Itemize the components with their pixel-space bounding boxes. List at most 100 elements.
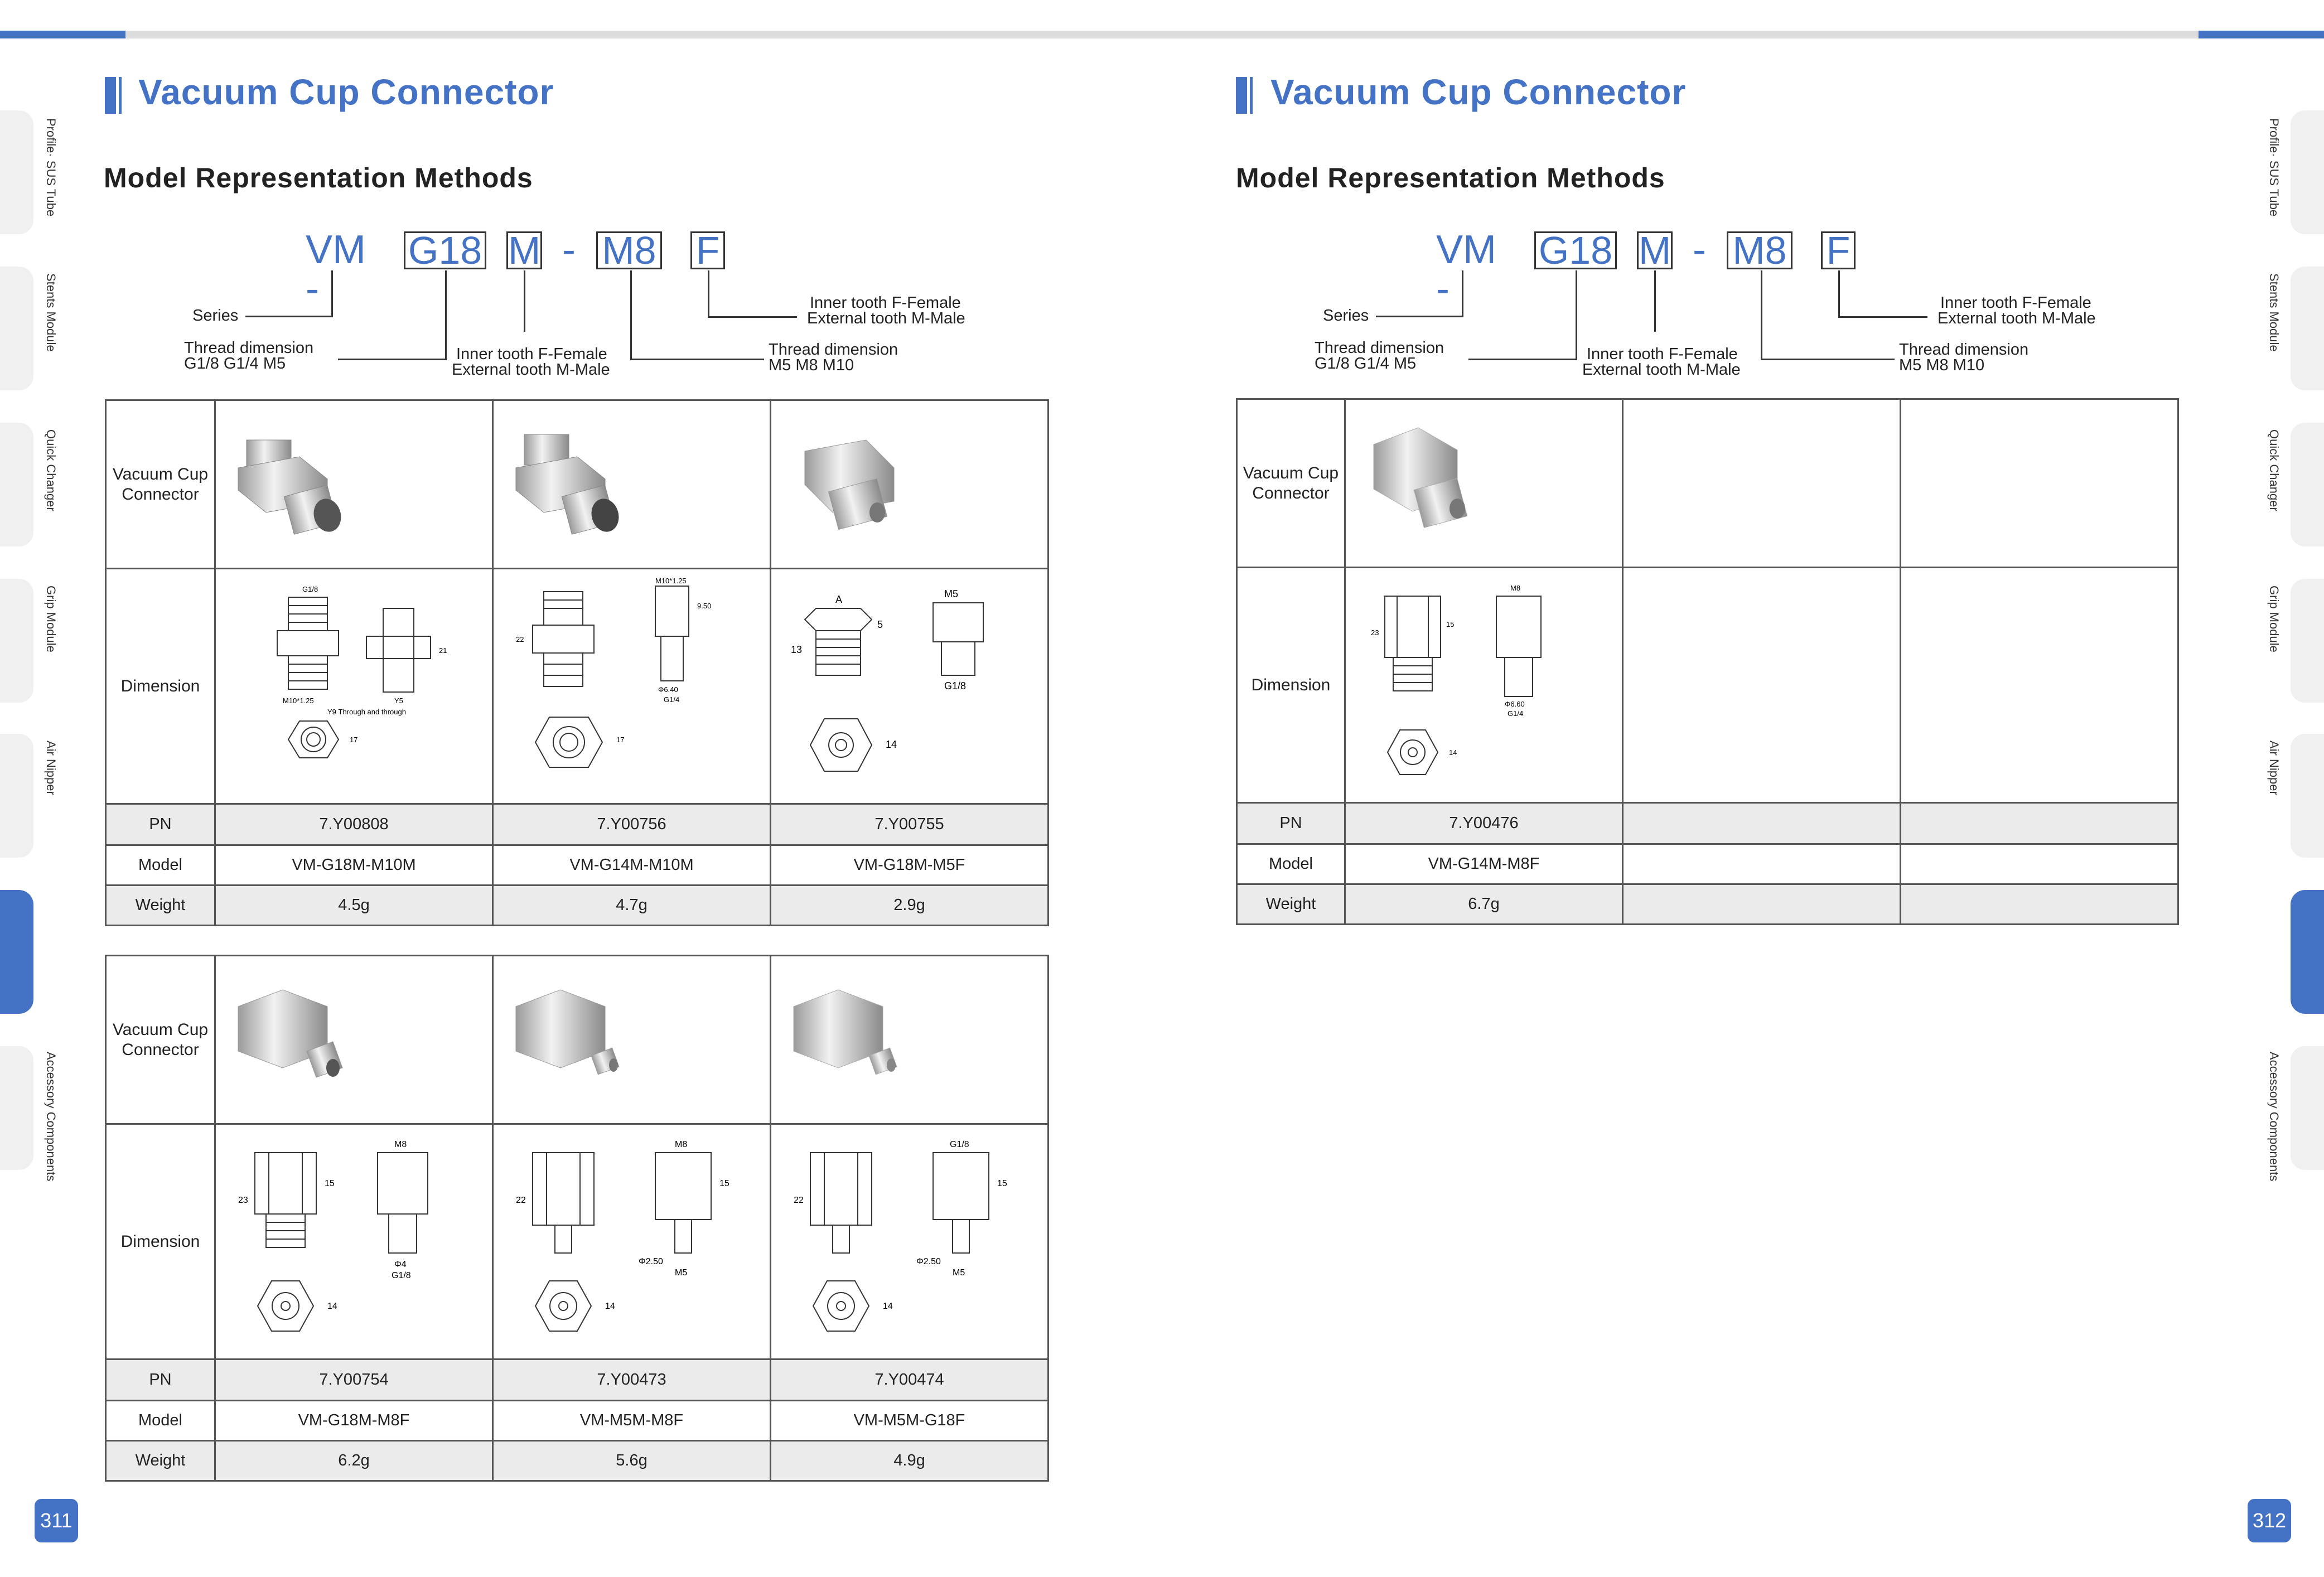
thread2-values: M5 M8 M10 bbox=[769, 356, 854, 374]
dim-label: 15 bbox=[325, 1179, 335, 1188]
side-tab-quick-changer[interactable] bbox=[0, 423, 33, 546]
code-box-thread1: G18 bbox=[404, 231, 486, 270]
dim-label: Υ5 bbox=[394, 696, 403, 705]
row-label-dimension: Dimension bbox=[105, 1123, 216, 1360]
dim-label: G1/4 bbox=[1508, 709, 1523, 718]
model-value: VM-G14M-M10M bbox=[492, 844, 771, 886]
dim-label: 22 bbox=[516, 635, 524, 644]
top-rule bbox=[0, 31, 2324, 38]
tooth2-values: External tooth M-Male bbox=[807, 309, 965, 327]
side-tab-label: Accessory Components bbox=[44, 1052, 58, 1182]
title-bar-icon bbox=[1250, 77, 1253, 114]
empty-cell bbox=[1622, 567, 1901, 804]
row-label-model: Model bbox=[1236, 843, 1346, 885]
dim-label: 17 bbox=[616, 736, 624, 744]
side-tab-air-nipper[interactable] bbox=[2291, 734, 2324, 858]
top-rule-accent-right bbox=[2199, 31, 2324, 38]
weight-value: 4.7g bbox=[492, 884, 771, 926]
thread1-values: G1/8 G1/4 M5 bbox=[1315, 355, 1417, 373]
code-prefix: VM - bbox=[306, 228, 366, 311]
code-box-tooth2: F bbox=[690, 231, 725, 270]
series-label: Series bbox=[192, 307, 239, 325]
code-box-tooth1: M bbox=[1637, 231, 1673, 270]
section-subtitle: Model Representation Methods bbox=[1236, 162, 1665, 194]
row-label-weight: Weight bbox=[1236, 883, 1346, 925]
hex-nipple-photo bbox=[238, 439, 341, 535]
product-photo bbox=[492, 955, 771, 1125]
tooth1-values: External tooth M-Male bbox=[1582, 361, 1741, 379]
hex-adapter-photo bbox=[238, 989, 343, 1078]
thread1-values: G1/8 G1/4 M5 bbox=[184, 355, 286, 373]
tooth1-values: External tooth M-Male bbox=[452, 361, 610, 379]
hex-plug-photo bbox=[804, 439, 895, 530]
side-tab-accessory[interactable] bbox=[2291, 1046, 2324, 1170]
pn-value: 7.Y00473 bbox=[492, 1358, 771, 1401]
thread2-label: Thread dimension bbox=[769, 341, 898, 359]
dim-label: M10*1.25 bbox=[283, 696, 314, 705]
thread1-label: Thread dimension bbox=[1315, 339, 1444, 357]
dim-label: 15 bbox=[997, 1179, 1007, 1188]
row-label-weight: Weight bbox=[105, 1440, 216, 1482]
side-tab-grip[interactable] bbox=[2291, 579, 2324, 703]
pn-value bbox=[1900, 802, 2179, 845]
dim-label: M8 bbox=[675, 1140, 687, 1149]
row-label-model: Model bbox=[105, 1400, 216, 1441]
model-value bbox=[1900, 843, 2179, 885]
side-tab-profile[interactable] bbox=[0, 110, 33, 234]
side-tab-profile[interactable] bbox=[2291, 110, 2324, 234]
side-tab-grip[interactable] bbox=[0, 579, 33, 703]
dim-label: 15 bbox=[1446, 620, 1454, 628]
page-number: 312 bbox=[2248, 1499, 2291, 1542]
dim-label: M5 bbox=[953, 1268, 965, 1278]
weight-value: 4.5g bbox=[214, 884, 494, 926]
code-box-thread1: G18 bbox=[1534, 231, 1617, 270]
product-photo bbox=[770, 955, 1049, 1125]
title-bar-icon bbox=[119, 77, 122, 114]
tooth1-label: Inner tooth F-Female bbox=[1587, 345, 1738, 363]
weight-value: 2.9g bbox=[770, 884, 1049, 926]
empty-cell bbox=[1622, 398, 1901, 568]
pn-value: 7.Y00476 bbox=[1344, 802, 1624, 845]
title-bar-icon bbox=[1236, 77, 1247, 114]
dim-label: 14 bbox=[1449, 748, 1457, 757]
dim-label: Φ6.60 bbox=[1505, 700, 1525, 708]
dim-label: M5 bbox=[944, 588, 958, 599]
code-box-thread2: M8 bbox=[596, 231, 662, 270]
tooth2-values: External tooth M-Male bbox=[1938, 309, 2096, 327]
code-box-thread2: M8 bbox=[1727, 231, 1792, 270]
dim-label: Φ4 bbox=[394, 1260, 407, 1269]
side-tab-stents[interactable] bbox=[2291, 267, 2324, 390]
row-label-dimension: Dimension bbox=[1236, 567, 1346, 804]
row-label-pn: PN bbox=[105, 803, 216, 846]
side-tab-stents[interactable] bbox=[0, 267, 33, 390]
product-photo bbox=[214, 399, 494, 569]
row-label-dimension: Dimension bbox=[105, 568, 216, 805]
code-box-tooth2: F bbox=[1821, 231, 1856, 270]
dim-label: 22 bbox=[516, 1196, 526, 1205]
dim-label: G1/8 bbox=[944, 680, 966, 691]
thread2-values: M5 M8 M10 bbox=[1899, 356, 1985, 374]
side-tab-vacuum-active[interactable] bbox=[2291, 890, 2324, 1014]
row-label-model: Model bbox=[105, 844, 216, 886]
dim-label: Φ6.40 bbox=[658, 685, 678, 694]
side-tab-air-nipper[interactable] bbox=[0, 734, 33, 858]
side-tab-vacuum-active[interactable] bbox=[0, 890, 33, 1014]
empty-cell bbox=[1900, 398, 2179, 568]
dim-label: 17 bbox=[350, 736, 357, 744]
dim-label: 14 bbox=[883, 1302, 893, 1311]
dim-label: 14 bbox=[327, 1302, 337, 1311]
model-value bbox=[1622, 843, 1901, 885]
model-value: VM-G18M-M10M bbox=[214, 844, 494, 886]
model-value: VM-G14M-M8F bbox=[1344, 843, 1624, 885]
tooth2-label: Inner tooth F-Female bbox=[1940, 294, 2091, 312]
side-tab-label: Profile· SUS Tube bbox=[2267, 118, 2281, 217]
side-tab-quick-changer[interactable] bbox=[2291, 423, 2324, 546]
side-tab-accessory[interactable] bbox=[0, 1046, 33, 1170]
